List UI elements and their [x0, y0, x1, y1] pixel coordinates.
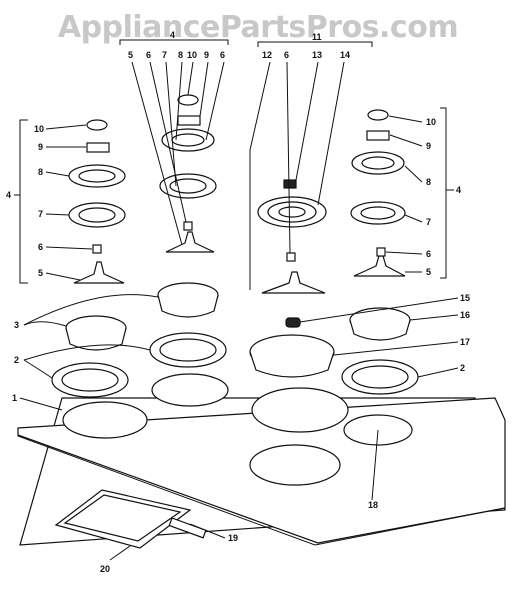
receptacles-and-caps [86, 94, 390, 189]
callout-19: 19 [228, 533, 238, 543]
callout-5-top: 5 [128, 50, 133, 60]
callout-10-right: 10 [426, 117, 436, 127]
callout-7-right: 7 [426, 217, 431, 227]
callout-4-top: 4 [170, 30, 175, 40]
group-brackets [14, 39, 454, 284]
callout-2-right: 2 [460, 363, 465, 373]
callout-12: 12 [262, 50, 272, 60]
callout-2-left: 2 [14, 355, 19, 365]
callout-15: 15 [460, 293, 470, 303]
callout-4-left: 4 [6, 190, 11, 200]
callout-9-top: 9 [204, 50, 209, 60]
callout-1: 1 [12, 393, 17, 403]
callout-4-right: 4 [456, 185, 461, 195]
callout-8-right: 8 [426, 177, 431, 187]
callout-11: 11 [312, 32, 322, 42]
callout-13: 13 [312, 50, 322, 60]
callout-5-left: 5 [38, 268, 43, 278]
callout-3: 3 [14, 320, 19, 330]
callout-8-top: 8 [178, 50, 183, 60]
callout-10-top: 10 [187, 50, 197, 60]
callout-7-left: 7 [38, 209, 43, 219]
drip-pans [65, 282, 411, 378]
terminal-blocks [92, 221, 386, 262]
callout-16: 16 [460, 310, 470, 320]
callout-5-right: 5 [426, 267, 431, 277]
callout-14: 14 [340, 50, 350, 60]
callout-6-left: 6 [38, 242, 43, 252]
callout-20: 20 [100, 564, 110, 574]
callout-6-top: 6 [146, 50, 151, 60]
sensor-cap [285, 317, 301, 328]
callout-6-right: 6 [426, 249, 431, 259]
callout-7-top: 7 [162, 50, 167, 60]
surface-elements [68, 128, 406, 228]
broiler-pan [54, 489, 207, 549]
leader-lines [19, 61, 459, 561]
callout-6-top-b: 6 [220, 50, 225, 60]
element-brackets [73, 231, 406, 294]
callout-8-left: 8 [38, 167, 43, 177]
callout-10-left: 10 [34, 124, 44, 134]
callout-18: 18 [368, 500, 378, 510]
trim-rings [51, 332, 419, 398]
callout-numbers: 10 9 8 4 7 6 5 4 5 6 7 8 10 9 6 11 12 6 … [6, 30, 470, 574]
callout-6-mid: 6 [284, 50, 289, 60]
callout-9-right: 9 [426, 141, 431, 151]
callout-9-left: 9 [38, 142, 43, 152]
callout-17: 17 [460, 337, 470, 347]
